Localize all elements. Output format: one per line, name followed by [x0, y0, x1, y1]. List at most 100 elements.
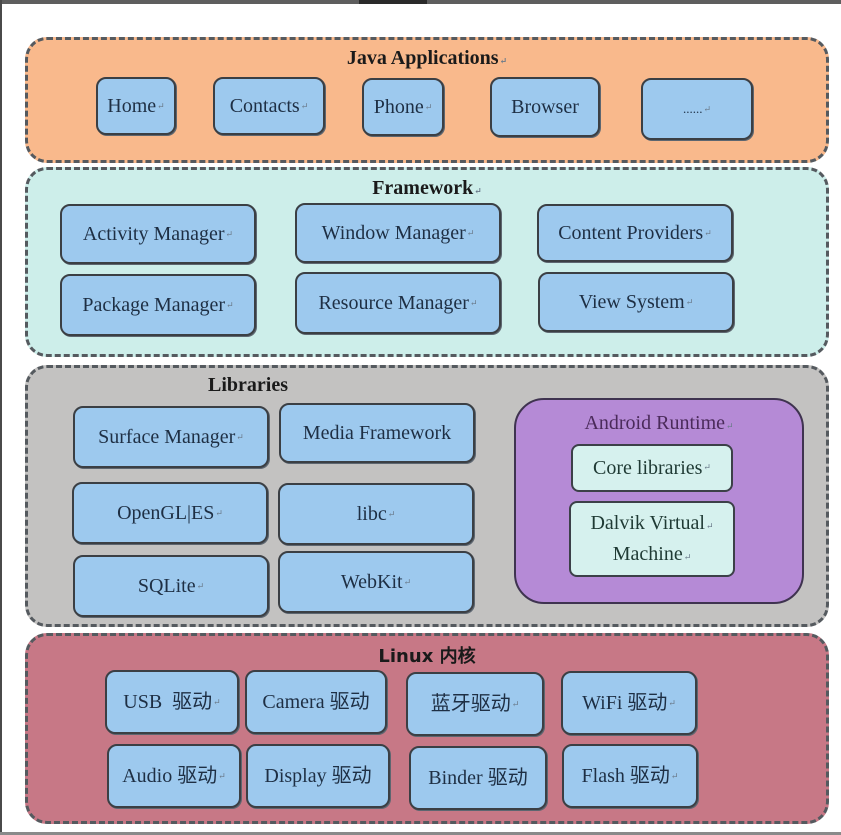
component-phone: Phone↵ — [362, 78, 444, 136]
component-browser: Browser — [490, 77, 600, 137]
component-libc: libc↵ — [278, 483, 474, 545]
top-edge-block — [359, 0, 427, 4]
paragraph-mark: ↵ — [387, 508, 396, 519]
paragraph-mark: ↵ — [703, 103, 712, 114]
component-wifi-driver: WiFi 驱动↵ — [561, 671, 697, 735]
android-runtime-group: Android Runtime↵ Core libraries↵ Dalvik … — [514, 398, 804, 604]
dalvik-line-2: Machine — [612, 543, 683, 565]
component-label: Display 驱动 — [264, 765, 372, 787]
bottom-window-edge — [0, 832, 841, 835]
component-label: Home — [107, 95, 157, 117]
layer-title-framework: Framework↵ — [28, 177, 826, 200]
layer-linux-kernel: Linux 内核 USB 驱动↵ Camera 驱动 蓝牙驱动↵ WiFi 驱动… — [25, 633, 829, 824]
component-sqlite: SQLite↵ — [73, 555, 269, 617]
component-core-libraries: Core libraries↵ — [571, 444, 733, 492]
layer-title-text: Java Applications — [346, 47, 499, 69]
component-label: View System — [578, 291, 685, 313]
left-window-edge — [0, 0, 2, 835]
component-label: libc — [356, 503, 387, 525]
paragraph-mark: ↵ — [424, 101, 433, 112]
component-label: Dalvik Virtual↵ Machine↵ — [590, 508, 713, 570]
component-label: 蓝牙驱动 — [430, 693, 511, 715]
paragraph-mark: ↵ — [213, 696, 221, 707]
component-label: Browser — [511, 96, 579, 118]
component-dalvik-vm: Dalvik Virtual↵ Machine↵ — [569, 501, 735, 577]
component-more: ......↵ — [641, 78, 753, 140]
top-window-edge — [0, 0, 841, 4]
paragraph-mark: ↵ — [469, 297, 478, 308]
component-view-system: View System↵ — [538, 272, 734, 332]
paragraph-mark: ↵ — [703, 462, 711, 473]
paragraph-mark: ↵ — [726, 421, 734, 431]
paragraph-mark: ↵ — [668, 697, 676, 708]
paragraph-mark: ↵ — [218, 770, 226, 781]
component-label: WebKit — [340, 571, 403, 593]
layer-title-text: Linux 内核 — [378, 646, 476, 667]
paragraph-mark: ↵ — [499, 56, 508, 66]
component-label: ...... — [682, 101, 703, 117]
paragraph-mark: ↵ — [157, 100, 165, 111]
paragraph-mark: ↵ — [236, 431, 244, 442]
paragraph-mark: ↵ — [215, 507, 223, 518]
component-bluetooth-driver: 蓝牙驱动↵ — [406, 672, 544, 736]
component-label: Contacts — [229, 95, 300, 117]
layer-title-linux: Linux 内核 — [28, 642, 826, 668]
component-contacts: Contacts↵ — [213, 77, 325, 135]
component-label: SQLite — [137, 575, 196, 597]
component-label: Window Manager — [321, 222, 466, 244]
layer-libraries: Libraries Surface Manager↵ Media Framewo… — [25, 365, 829, 627]
component-label: Surface Manager — [98, 426, 236, 448]
component-label: Audio 驱动 — [122, 765, 218, 787]
paragraph-mark: ↵ — [685, 296, 694, 307]
component-surface-manager: Surface Manager↵ — [73, 406, 269, 468]
paragraph-mark: ↵ — [683, 552, 692, 562]
component-content-providers: Content Providers↵ — [537, 204, 733, 262]
component-camera-driver: Camera 驱动 — [245, 670, 387, 734]
paragraph-mark: ↵ — [705, 521, 714, 531]
layer-title-text: Libraries — [208, 374, 288, 396]
component-label: Media Framework — [302, 422, 452, 444]
component-binder-driver: Binder 驱动 — [409, 746, 547, 810]
layer-title-libraries: Libraries — [28, 374, 468, 397]
android-runtime-title: Android Runtime↵ — [516, 412, 802, 435]
paragraph-mark: ↵ — [196, 580, 205, 591]
layer-java-applications: Java Applications↵ Home↵ Contacts↵ Phone… — [25, 37, 829, 163]
layer-title-apps: Java Applications↵ — [28, 47, 826, 70]
paragraph-mark: ↵ — [300, 100, 309, 111]
paragraph-mark: ↵ — [225, 228, 234, 239]
component-usb-driver: USB 驱动↵ — [105, 670, 239, 734]
component-webkit: WebKit↵ — [278, 551, 474, 613]
paragraph-mark: ↵ — [511, 698, 520, 709]
component-label: USB 驱动 — [123, 691, 213, 713]
paragraph-mark: ↵ — [474, 186, 482, 196]
component-audio-driver: Audio 驱动↵ — [107, 744, 241, 808]
component-media-framework: Media Framework — [279, 403, 475, 463]
component-label: Flash 驱动 — [581, 765, 670, 787]
layer-framework: Framework↵ Activity Manager↵ Window Mana… — [25, 167, 829, 357]
component-resource-manager: Resource Manager↵ — [295, 272, 501, 334]
paragraph-mark: ↵ — [670, 770, 679, 781]
component-label: Activity Manager — [82, 223, 225, 245]
component-label: Camera 驱动 — [262, 691, 370, 713]
dalvik-line-1: Dalvik Virtual — [590, 512, 705, 534]
component-label: Phone — [373, 96, 424, 118]
runtime-title-text: Android Runtime — [584, 412, 725, 434]
component-activity-manager: Activity Manager↵ — [60, 204, 256, 264]
paragraph-mark: ↵ — [704, 227, 712, 238]
component-window-manager: Window Manager↵ — [295, 203, 501, 263]
component-package-manager: Package Manager↵ — [60, 274, 256, 336]
component-label: Binder 驱动 — [428, 767, 528, 789]
paragraph-mark: ↵ — [403, 576, 412, 587]
paragraph-mark: ↵ — [466, 227, 475, 238]
component-display-driver: Display 驱动 — [246, 744, 390, 808]
layer-title-text: Framework — [372, 177, 474, 199]
component-flash-driver: Flash 驱动↵ — [562, 744, 698, 808]
component-opengl-es: OpenGL|ES↵ — [72, 482, 268, 544]
component-label: OpenGL|ES — [117, 502, 215, 524]
component-label: Resource Manager — [318, 292, 469, 314]
component-label: Content Providers — [558, 222, 704, 244]
component-label: Package Manager — [82, 294, 226, 316]
component-label: Core libraries — [593, 456, 703, 479]
component-label: WiFi 驱动 — [582, 692, 668, 714]
component-home: Home↵ — [96, 77, 176, 135]
